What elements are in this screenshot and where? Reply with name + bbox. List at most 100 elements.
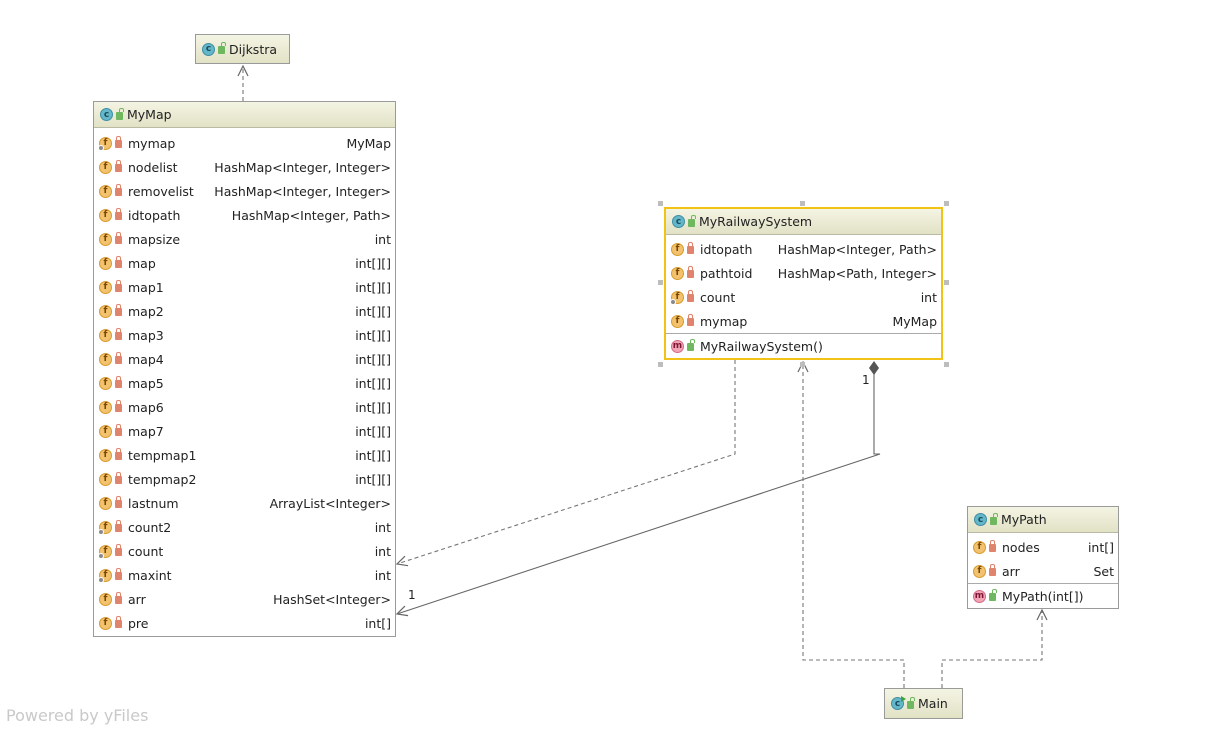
class-icon: c bbox=[974, 513, 987, 526]
watermark: Powered by yFiles bbox=[6, 706, 149, 725]
private-lock-icon bbox=[687, 290, 694, 302]
field-name: pre bbox=[128, 615, 149, 631]
field-icon: f bbox=[99, 400, 112, 414]
public-lock-icon bbox=[990, 512, 998, 525]
field-icon: f bbox=[99, 208, 112, 222]
field-name: idtopath bbox=[128, 207, 181, 223]
class-icon: c bbox=[202, 42, 215, 56]
field-icon: f bbox=[99, 496, 112, 510]
private-lock-icon bbox=[115, 544, 122, 556]
field-row[interactable]: f idtopath HashMap<Integer, Path> bbox=[94, 203, 395, 227]
field-icon: f bbox=[973, 540, 986, 554]
class-main[interactable]: c Main bbox=[884, 688, 963, 719]
field-type: int[][] bbox=[355, 303, 391, 319]
field-name: arr bbox=[128, 591, 146, 607]
field-row[interactable]: f count2 int bbox=[94, 515, 395, 539]
field-icon: f bbox=[99, 160, 112, 174]
static-field-icon: f bbox=[670, 290, 684, 305]
method-name: MyRailwaySystem() bbox=[700, 338, 823, 354]
field-name: removelist bbox=[128, 183, 194, 199]
field-type: int[][] bbox=[355, 255, 391, 271]
field-name: count2 bbox=[128, 519, 172, 535]
private-lock-icon bbox=[115, 232, 122, 244]
method-list: m MyPath(int[]) bbox=[968, 583, 1118, 608]
class-header: c MyRailwaySystem bbox=[666, 209, 941, 235]
multiplicity-label-target: 1 bbox=[408, 588, 416, 602]
field-name: map7 bbox=[128, 423, 164, 439]
field-type: int bbox=[374, 519, 391, 535]
public-lock-icon bbox=[116, 107, 124, 120]
field-name: mymap bbox=[128, 135, 176, 151]
private-lock-icon bbox=[115, 280, 122, 292]
field-icon: f bbox=[99, 376, 112, 390]
edge-main-railway bbox=[803, 362, 905, 688]
static-field-icon: f bbox=[98, 136, 112, 151]
field-icon: f bbox=[973, 564, 986, 578]
class-icon: c bbox=[100, 108, 113, 121]
public-lock-icon bbox=[687, 339, 695, 351]
static-field-icon: f bbox=[98, 568, 112, 583]
private-lock-icon bbox=[115, 520, 122, 532]
static-field-icon: f bbox=[98, 520, 112, 535]
field-type: int[][] bbox=[355, 423, 391, 439]
class-header: c MyPath bbox=[968, 507, 1118, 533]
field-type: int bbox=[374, 231, 391, 247]
method-name: MyPath(int[]) bbox=[1002, 588, 1084, 604]
field-name: map1 bbox=[128, 279, 164, 295]
private-lock-icon bbox=[115, 160, 122, 172]
field-name: lastnum bbox=[128, 495, 179, 511]
field-type: HashMap<Integer, Path> bbox=[231, 207, 391, 223]
field-type: int bbox=[374, 543, 391, 559]
field-type: int[] bbox=[364, 615, 391, 631]
field-type: int bbox=[374, 567, 391, 583]
field-name: count bbox=[128, 543, 164, 559]
field-type: Set bbox=[1093, 563, 1114, 579]
field-name: count bbox=[700, 289, 736, 305]
private-lock-icon bbox=[687, 314, 694, 326]
field-name: nodes bbox=[1002, 539, 1040, 555]
edge-railway-mymap-composition bbox=[397, 363, 881, 614]
class-header: c MyMap bbox=[94, 102, 395, 128]
field-icon: f bbox=[99, 328, 112, 342]
field-icon: f bbox=[671, 314, 684, 328]
composition-diamond bbox=[869, 361, 879, 375]
field-icon: f bbox=[671, 266, 684, 280]
class-dijkstra[interactable]: c Dijkstra bbox=[195, 34, 290, 64]
class-name: Main bbox=[918, 696, 948, 711]
method-row[interactable]: m MyPath(int[]) bbox=[968, 584, 1118, 608]
method-icon: m bbox=[973, 589, 986, 603]
class-icon: c bbox=[672, 215, 685, 228]
field-icon: f bbox=[99, 352, 112, 366]
